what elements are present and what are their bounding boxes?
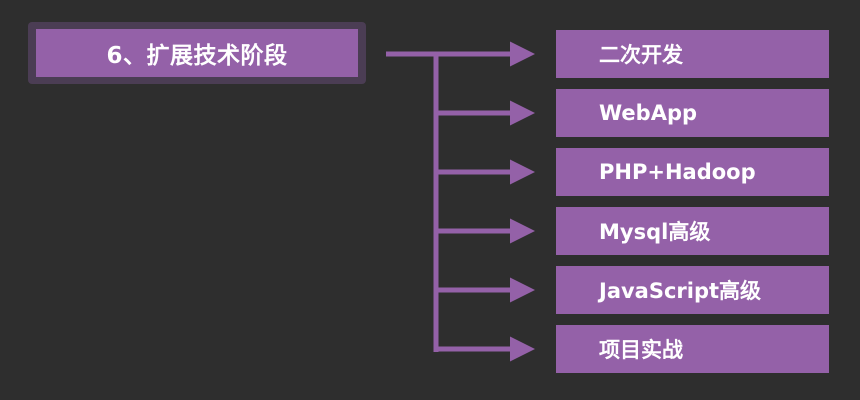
item-box-php-hadoop: PHP+Hadoop [556, 148, 829, 196]
item-box-webapp: WebApp [556, 89, 829, 137]
item-box-javascript-advanced: JavaScript高级 [556, 266, 829, 314]
stage-title: 6、扩展技术阶段 [36, 29, 358, 77]
item-box-mysql-advanced: Mysql高级 [556, 207, 829, 255]
item-box-project-practice: 项目实战 [556, 325, 829, 373]
item-box-secondary-development: 二次开发 [556, 30, 829, 78]
